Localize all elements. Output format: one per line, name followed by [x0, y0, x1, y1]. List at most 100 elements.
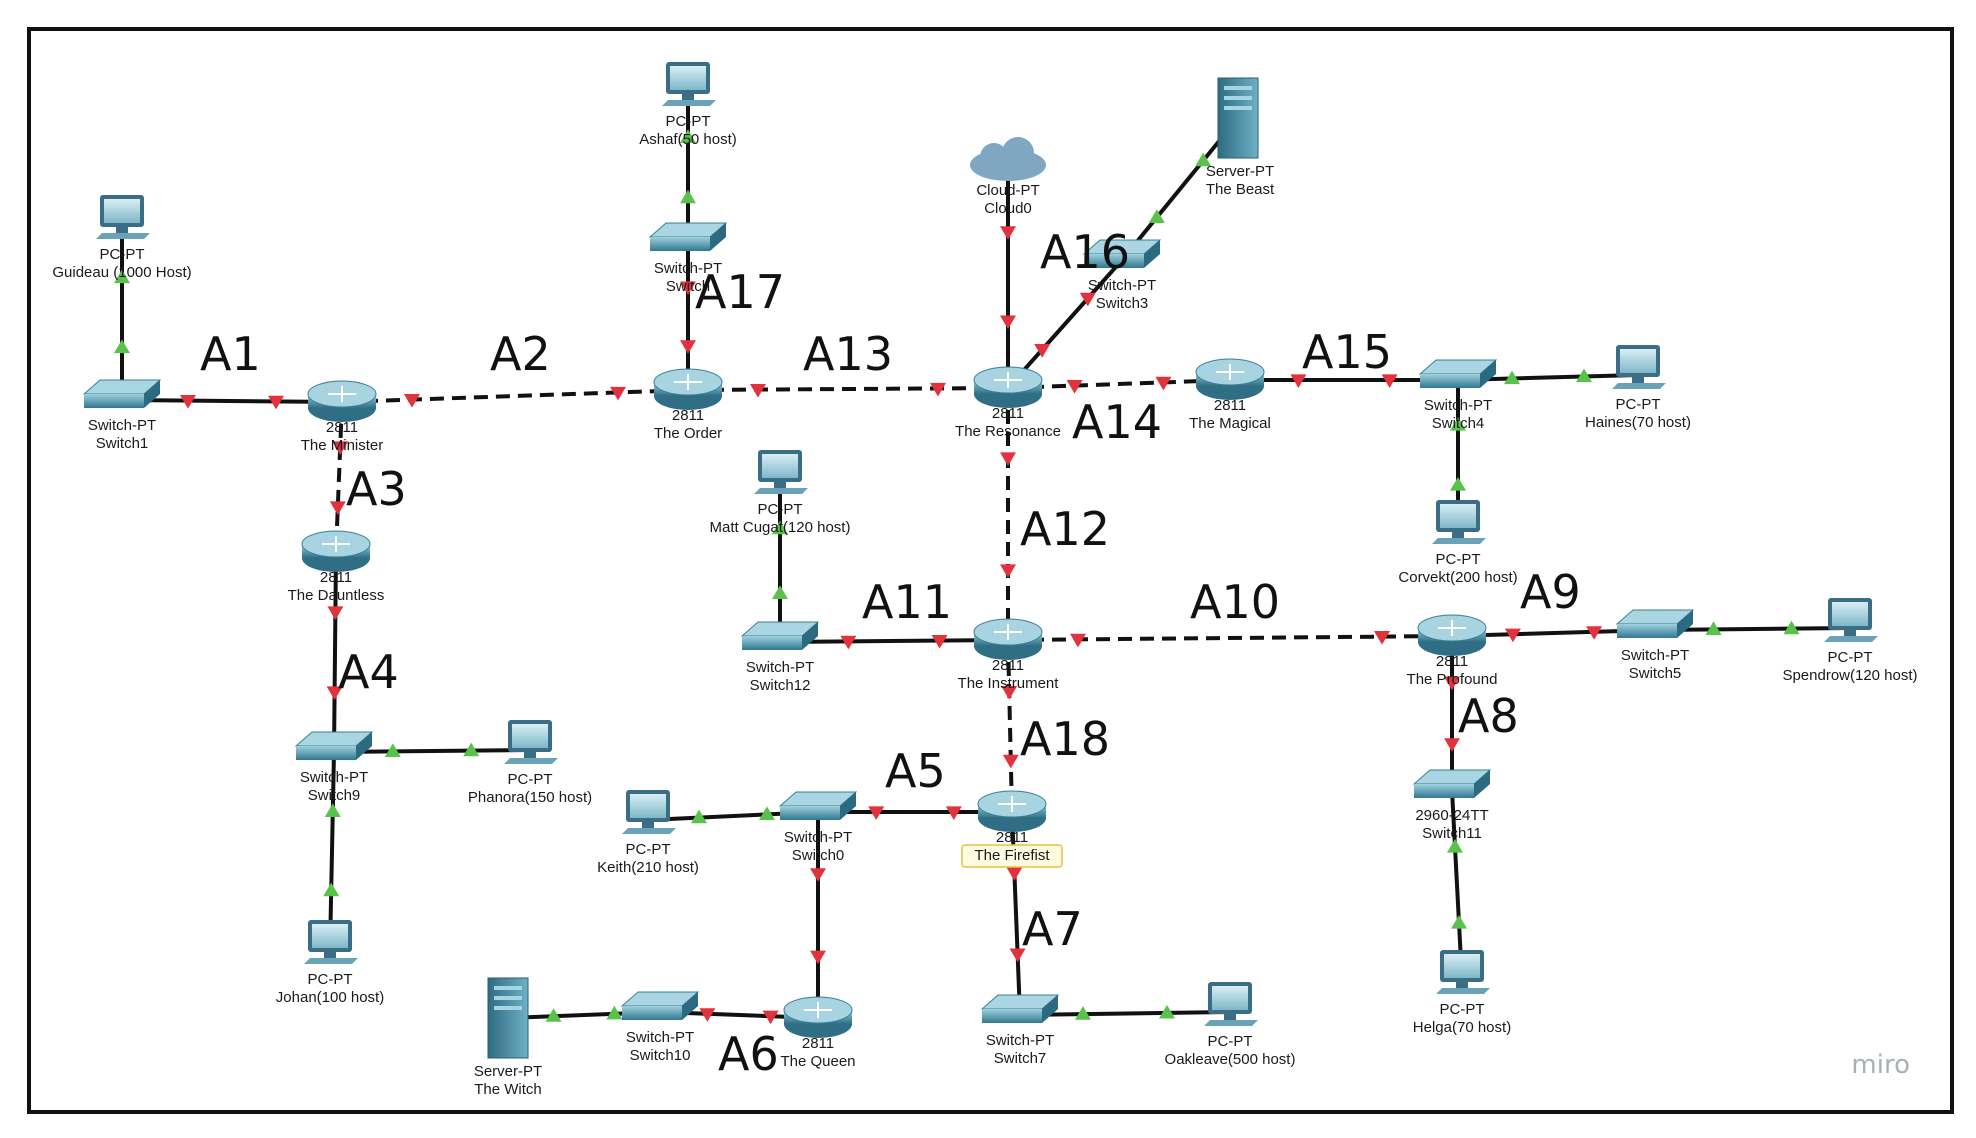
port-marker-red [610, 386, 627, 401]
port-marker-red [749, 383, 766, 398]
port-marker-green [1783, 620, 1800, 635]
port-marker-red [931, 635, 948, 649]
device-type-label: Switch-PT [300, 769, 368, 786]
device-name-label: Cloud0 [984, 200, 1032, 217]
device-type-label: Server-PT [474, 1063, 542, 1080]
device-type-label: PC-PT [1208, 1033, 1253, 1050]
segment-label: A3 [346, 462, 407, 516]
device-type-label: Cloud-PT [976, 182, 1039, 199]
device-name-label: The Witch [474, 1081, 542, 1098]
port-marker-green [691, 809, 707, 824]
device-type-label: Switch-PT [986, 1032, 1054, 1049]
port-marker-red [1381, 374, 1398, 388]
link-switch3-resonance [1006, 258, 1124, 390]
device-type-label: Switch-PT [88, 417, 156, 434]
link-resonance-magical [1007, 378, 1231, 390]
port-marker-red [1155, 376, 1172, 391]
link-instrument-firefist [1006, 639, 1014, 813]
link-switch12-instrument [779, 638, 1009, 644]
port-marker-green [463, 742, 480, 757]
device-type-label: 2811 [320, 569, 352, 586]
link-order-resonance [687, 386, 1009, 392]
device-name-label: The Order [654, 425, 722, 442]
port-marker-red [810, 868, 826, 882]
device-name-label: Oakleave(500 host) [1165, 1051, 1296, 1068]
segment-label: A2 [490, 327, 551, 381]
port-markers-layer [114, 129, 1800, 1025]
device-name-label: The Instrument [958, 675, 1060, 692]
device-type-label: 2960-24TT [1415, 807, 1488, 824]
device-type-label: 2811 [1436, 653, 1468, 670]
port-marker-red [1504, 628, 1521, 643]
port-marker-red [1009, 948, 1026, 963]
link-switch7-oakleave [1019, 1010, 1231, 1017]
selected-label-box [961, 844, 1063, 868]
port-marker-green [114, 269, 130, 284]
device-name-label: Helga(70 host) [1413, 1019, 1511, 1036]
port-marker-green [759, 806, 775, 820]
device-name-label: The Dauntless [288, 587, 385, 604]
port-marker-red [1374, 631, 1391, 645]
port-marker-green [680, 189, 696, 204]
device-type-label: PC-PT [1440, 1001, 1485, 1018]
port-marker-red [1069, 633, 1086, 648]
port-marker-red [268, 395, 284, 410]
segment-label: A15 [1302, 325, 1392, 379]
device-name-label: Switch4 [1432, 415, 1485, 432]
segment-label: A1 [200, 327, 261, 381]
device-name-label: Switch9 [308, 787, 361, 804]
segment-label: A6 [718, 1027, 779, 1081]
port-marker-green [1447, 839, 1463, 853]
port-marker-red [1000, 226, 1016, 240]
port-marker-green [324, 803, 341, 817]
port-marker-green [1195, 152, 1212, 167]
device-type-label: Switch-PT [626, 1029, 694, 1046]
port-marker-red [403, 393, 420, 408]
port-marker-green [1504, 370, 1520, 385]
device-name-label: Switch0 [792, 847, 845, 864]
port-marker-green [1450, 477, 1466, 491]
device-name-label: The Minister [301, 437, 384, 454]
segment-label: A16 [1040, 225, 1130, 279]
port-marker-red [1034, 344, 1051, 358]
device-type-label: PC-PT [308, 971, 353, 988]
port-marker-red [1586, 626, 1603, 640]
device-type-label: Switch-PT [1621, 647, 1689, 664]
